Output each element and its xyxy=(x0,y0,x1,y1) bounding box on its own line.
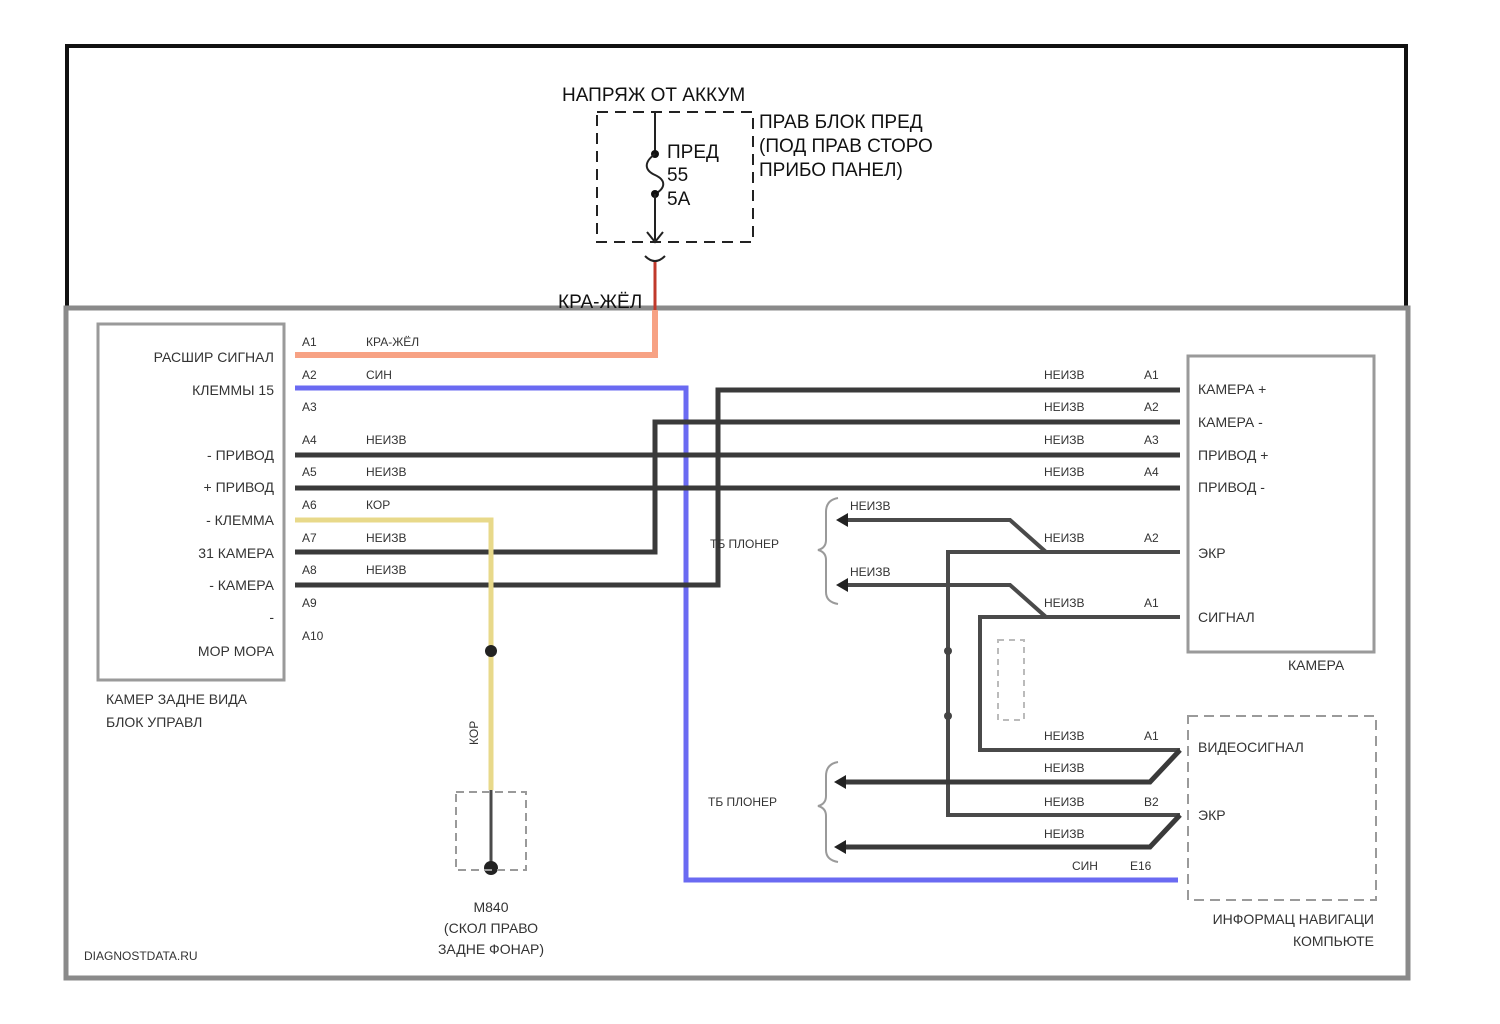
splice-dot-1 xyxy=(944,647,952,655)
nav-pin-1: A1 xyxy=(1144,729,1159,743)
ground-name-3: ЗАДНЕ ФОНАР) xyxy=(438,941,544,957)
camera-unit xyxy=(1188,356,1374,652)
fuse-block-label-3: ПРИБО ПАНЕЛ) xyxy=(759,160,903,181)
nav-pin-label-1: ВИДЕОСИГНАЛ xyxy=(1198,739,1304,755)
camera-wire-label-3: НЕИЗВ xyxy=(1044,433,1085,447)
splice-bottom-label: ТБ ПЛОНЕР xyxy=(708,795,777,809)
camera-pin-3: A3 xyxy=(1144,433,1159,447)
left-pin-9: A9 xyxy=(302,596,317,610)
camera-pin-label-3: ПРИВОД + xyxy=(1198,447,1268,463)
camera-pin-label-4: ПРИВОД - xyxy=(1198,479,1265,495)
fuse-element xyxy=(647,154,664,194)
left-pin-label-7: 31 КАМЕРА xyxy=(198,545,274,561)
camera-pin-label-6: СИГНАЛ xyxy=(1198,609,1255,625)
nav-unit-name-2: КОМПЬЮТЕ xyxy=(1293,933,1374,949)
ground-wire-label: КОР xyxy=(467,721,481,745)
camera-pin-5: A2 xyxy=(1144,531,1159,545)
left-pin-1: A1 xyxy=(302,335,317,349)
splice-dot-2 xyxy=(944,712,952,720)
left-pin-label-8: - КАМЕРА xyxy=(209,577,274,593)
ground-name-2: (СКОЛ ПРАВО xyxy=(444,920,538,936)
left-pin-label-6: - КЛЕММА xyxy=(206,512,275,528)
left-unit-name-2: БЛОК УПРАВЛ xyxy=(106,714,202,730)
nav-wire-label-4: НЕИЗВ xyxy=(1044,827,1085,841)
camera-pin-label-2: КАМЕРА - xyxy=(1198,414,1263,430)
fuse-number: 55 xyxy=(667,165,688,186)
fuse-block-label-1: ПРАВ БЛОК ПРЕД xyxy=(759,112,923,133)
left-wire-label-4: НЕИЗВ xyxy=(366,433,407,447)
rear-camera-control-unit xyxy=(98,324,284,680)
ground-splice-dot xyxy=(485,645,497,657)
left-pin-2: A2 xyxy=(302,368,317,382)
left-pin-label-1: РАСШИР СИГНАЛ xyxy=(154,349,274,365)
ground-name-1: M840 xyxy=(473,899,508,915)
camera-pin-label-5: ЭКР xyxy=(1198,545,1226,561)
ground-terminal-dot xyxy=(484,861,498,875)
camera-pin-label-1: КАМЕРА + xyxy=(1198,381,1266,397)
fuse-name: ПРЕД xyxy=(667,142,719,163)
left-pin-label-10: МОР МОРА xyxy=(198,643,275,659)
left-pin-label-4: - ПРИВОД xyxy=(207,447,274,463)
left-unit-name-1: КАМЕР ЗАДНЕ ВИДА xyxy=(106,691,248,707)
nav-wire-label-2: НЕИЗВ xyxy=(1044,761,1085,775)
nav-wire-label-5: СИН xyxy=(1072,859,1098,873)
camera-pin-6: A1 xyxy=(1144,596,1159,610)
nav-pin-label-3: ЭКР xyxy=(1198,807,1226,823)
camera-name: КАМЕРА xyxy=(1288,657,1345,673)
left-pin-10: A10 xyxy=(302,629,324,643)
fuse-rating: 5А xyxy=(667,189,691,210)
camera-wire-label-6: НЕИЗВ xyxy=(1044,596,1085,610)
connector-cap-icon xyxy=(645,256,665,261)
left-pin-3: A3 xyxy=(302,400,317,414)
left-wire-label-2: СИН xyxy=(366,368,392,382)
left-wire-label-7: НЕИЗВ xyxy=(366,531,407,545)
watermark: DIAGNOSTDATA.RU xyxy=(84,949,198,963)
nav-wire-label-1: НЕИЗВ xyxy=(1044,729,1085,743)
wire-label-red-yellow: КРА-ЖЁЛ xyxy=(558,292,642,313)
nav-wire-label-3: НЕИЗВ xyxy=(1044,795,1085,809)
left-pin-label-9: - xyxy=(269,609,274,625)
fuse-block-label-2: (ПОД ПРАВ СТОРО xyxy=(759,136,933,157)
left-pin-8: A8 xyxy=(302,563,317,577)
nav-unit-name-1: ИНФОРМАЦ НАВИГАЦИ xyxy=(1213,911,1374,927)
camera-wire-label-5: НЕИЗВ xyxy=(1044,531,1085,545)
camera-wire-label-1: НЕИЗВ xyxy=(1044,368,1085,382)
splice-top-wire-1: НЕИЗВ xyxy=(850,499,891,513)
left-pin-4: A4 xyxy=(302,433,317,447)
splice-top-label: ТБ ПЛОНЕР xyxy=(710,537,779,551)
left-pin-5: A5 xyxy=(302,465,317,479)
left-wire-label-5: НЕИЗВ xyxy=(366,465,407,479)
camera-pin-1: A1 xyxy=(1144,368,1159,382)
left-pin-7: A7 xyxy=(302,531,317,545)
left-wire-label-1: КРА-ЖЁЛ xyxy=(366,335,419,349)
left-wire-label-8: НЕИЗВ xyxy=(366,563,407,577)
left-pin-label-5: + ПРИВОД xyxy=(204,479,275,495)
left-pin-6: A6 xyxy=(302,498,317,512)
left-pin-label-2: КЛЕММЫ 15 xyxy=(192,382,274,398)
camera-wire-label-2: НЕИЗВ xyxy=(1044,400,1085,414)
nav-pin-3: B2 xyxy=(1144,795,1159,809)
splice-top-wire-2: НЕИЗВ xyxy=(850,565,891,579)
battery-supply-label: НАПРЯЖ ОТ АККУМ xyxy=(562,85,745,106)
camera-pin-2: A2 xyxy=(1144,400,1159,414)
camera-wire-label-4: НЕИЗВ xyxy=(1044,465,1085,479)
left-wire-label-6: КОР xyxy=(366,498,390,512)
nav-pin-5: E16 xyxy=(1130,859,1152,873)
camera-pin-4: A4 xyxy=(1144,465,1159,479)
